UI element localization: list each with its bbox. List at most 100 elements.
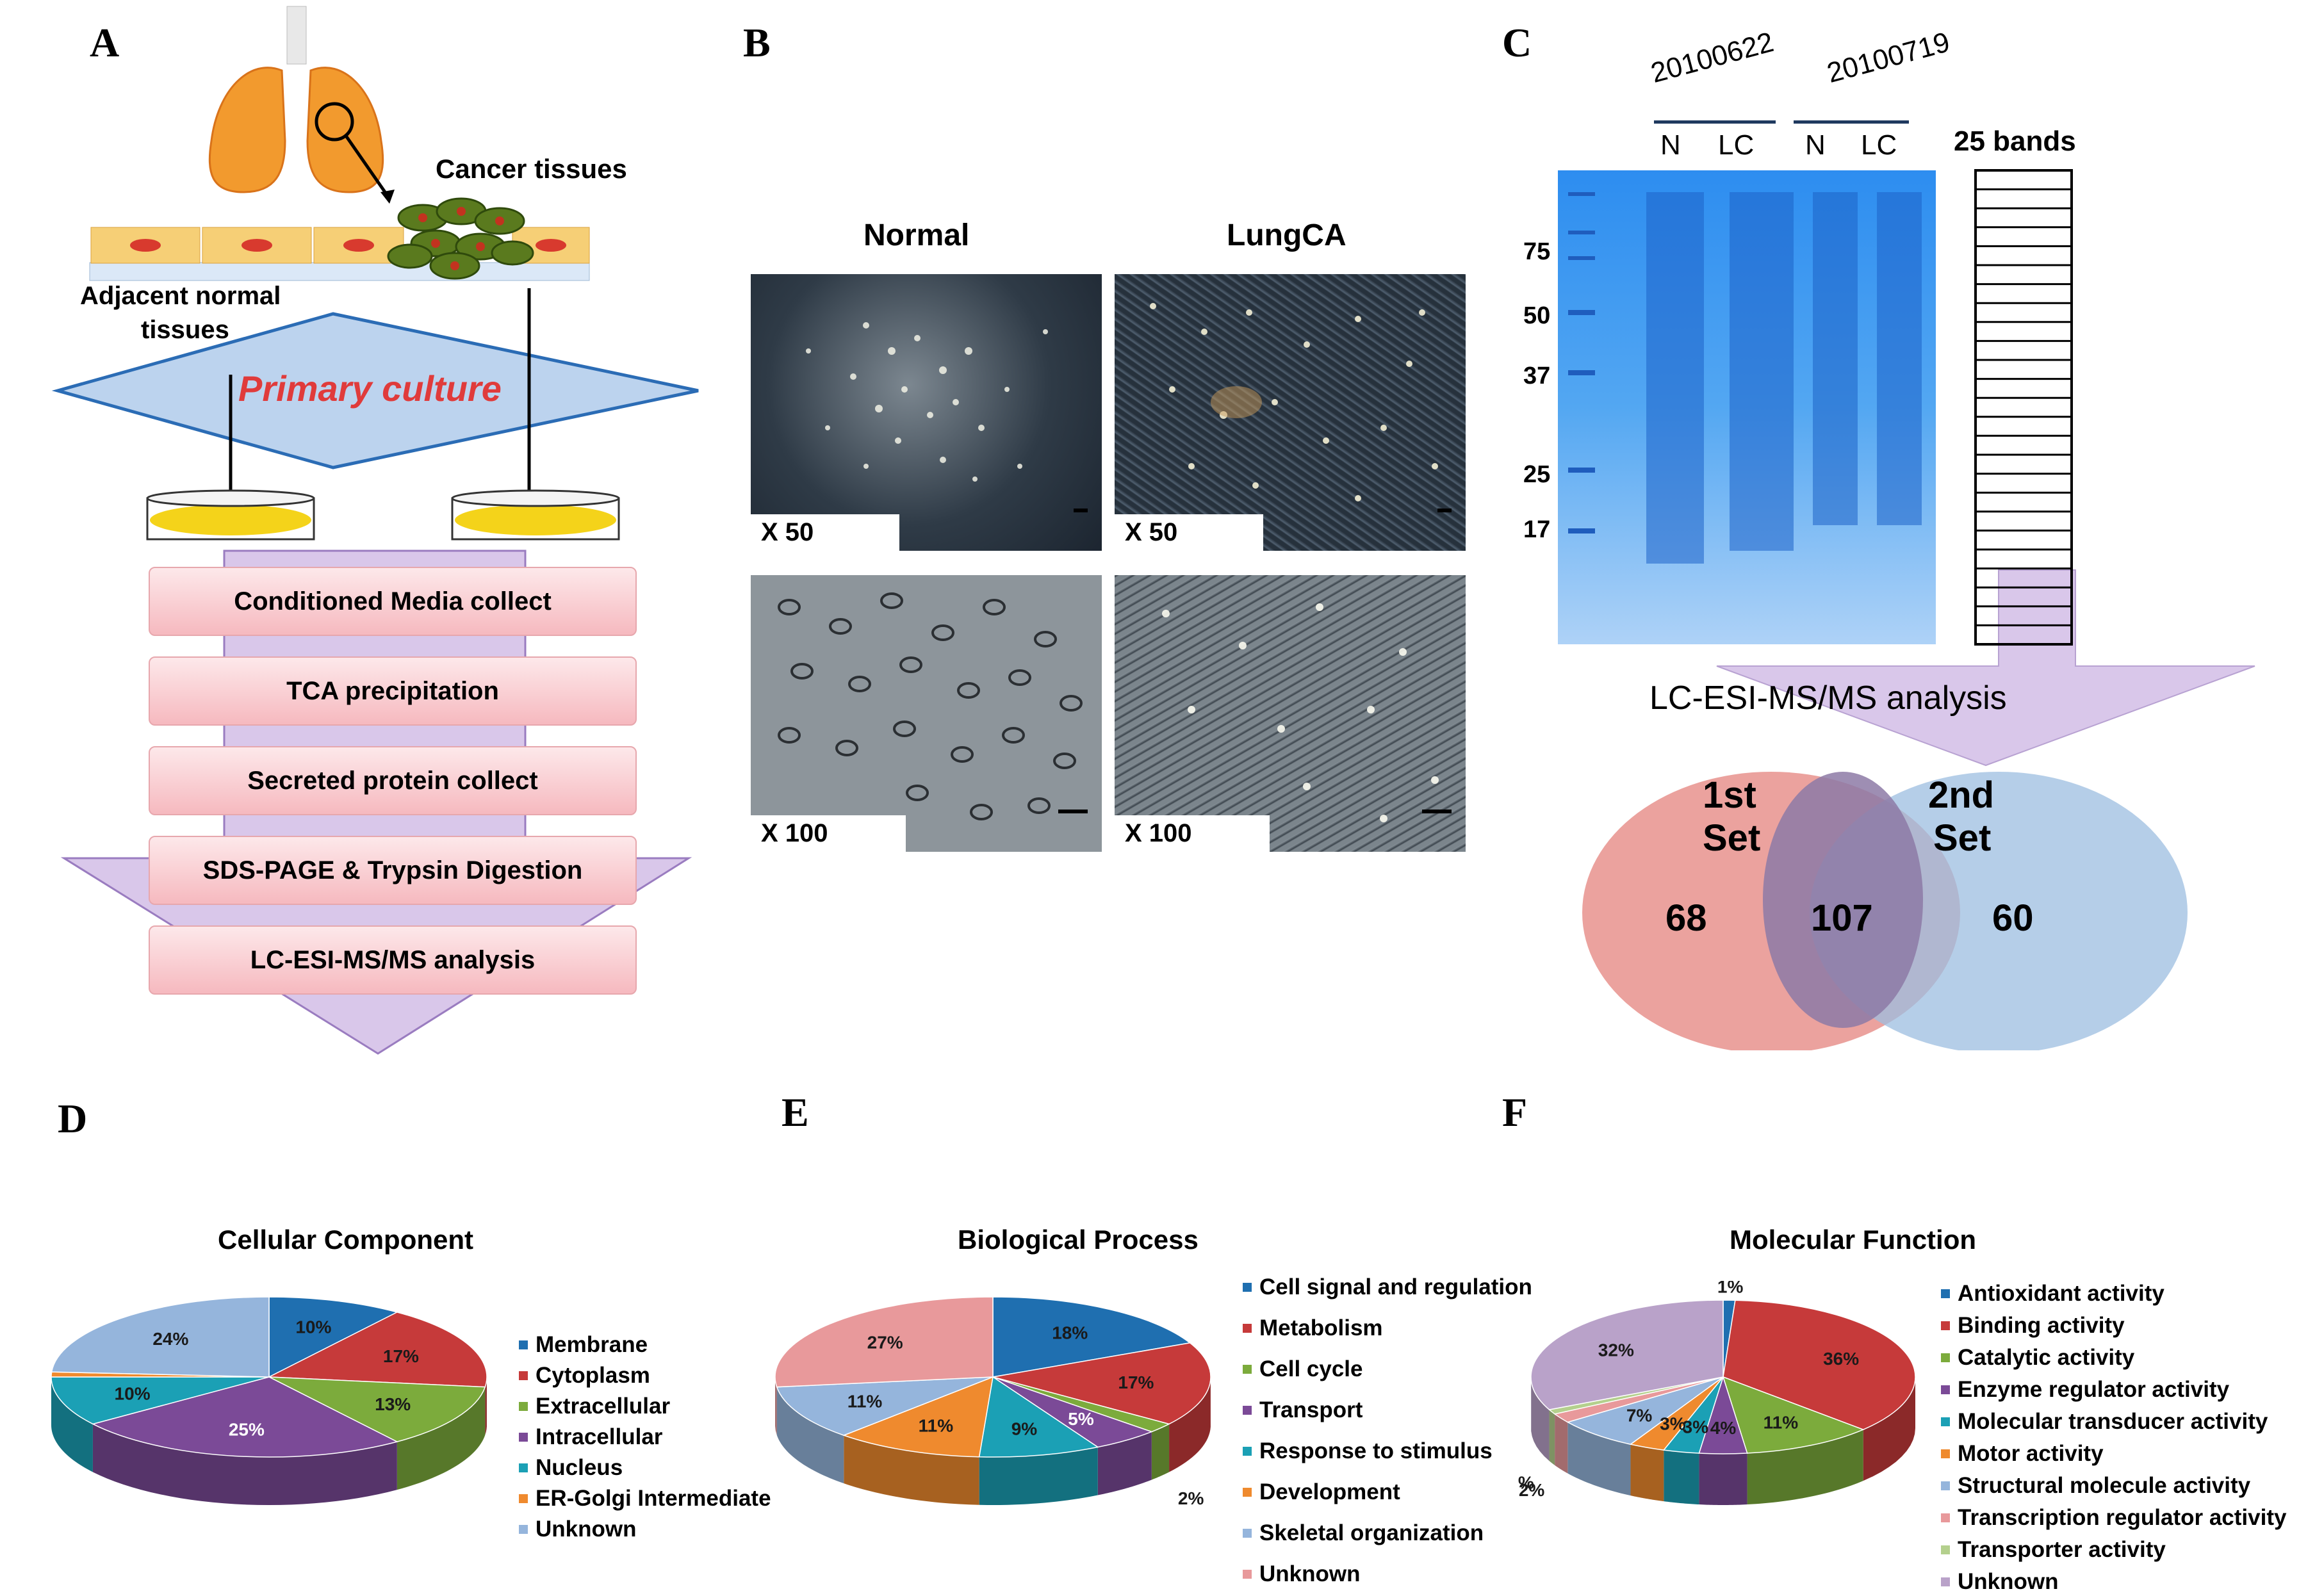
- normal-column-label: Normal: [863, 218, 970, 252]
- pie-label-unknown: 32%: [1598, 1340, 1634, 1360]
- workflow-step-5: LC-ESI-MS/MS analysis: [149, 925, 637, 995]
- pie-label-molecular-transducer-activity: 3%: [1683, 1417, 1709, 1437]
- pie-chart-molecular-function: 1%36%11%4%3%3%7%2%1%32%: [1518, 1281, 1916, 1505]
- legend-label: Response to stimulus: [1259, 1438, 1493, 1463]
- pie-slice-cytoplasm: [267, 1312, 487, 1388]
- marker-37: 37: [1523, 362, 1551, 389]
- pie-slice-development: [842, 1376, 994, 1458]
- legend-item: Nucleus: [519, 1455, 623, 1481]
- legend-swatch: [1941, 1545, 1950, 1554]
- mag-label: X 100: [1115, 815, 1270, 852]
- workflow-step-1: Conditioned Media collect: [149, 567, 637, 636]
- panel-label-a: A: [90, 20, 120, 65]
- marker-50: 50: [1523, 302, 1551, 329]
- pie-side-unknown: [1531, 1380, 1550, 1462]
- legend-item: Response to stimulus: [1243, 1438, 1493, 1464]
- legend-label: Nucleus: [536, 1455, 623, 1480]
- pie-slice-binding-activity: [1723, 1299, 1916, 1430]
- pie-label-metabolism: 17%: [1118, 1372, 1154, 1392]
- pie-slice-cell-signal-and-regulation: [992, 1296, 1191, 1378]
- legend-item: Antioxidant activity: [1941, 1281, 2164, 1307]
- pie-label-motor-activity: 3%: [1660, 1414, 1686, 1434]
- pie-side-cytoplasm: [485, 1378, 487, 1435]
- panel-label-b: B: [743, 20, 771, 65]
- legend-label: Binding activity: [1958, 1313, 2125, 1338]
- adjacent-normal-label: Adjacent normal: [80, 282, 281, 310]
- legend-label: Unknown: [1259, 1561, 1361, 1586]
- band-grid: [1974, 169, 2073, 646]
- bands-label: 25 bands: [1954, 126, 2076, 157]
- legend-label: Cytoplasm: [536, 1363, 650, 1388]
- marker-75: 75: [1523, 238, 1551, 265]
- legend-label: Molecular transducer activity: [1958, 1409, 2268, 1434]
- legend-swatch: [1941, 1481, 1950, 1490]
- venn-set-1-line2: Set: [1703, 817, 1761, 859]
- legend-label: Cell cycle: [1259, 1356, 1363, 1381]
- legend-swatch: [1243, 1447, 1252, 1456]
- micrograph-normal-x100: X 100: [751, 575, 1102, 852]
- panel-label-e: E: [781, 1089, 809, 1135]
- pie-slice-unknown: [774, 1296, 994, 1388]
- scale-bar: [1058, 810, 1088, 813]
- legend-swatch: [1941, 1353, 1950, 1362]
- pie-label-cell-cycle: 2%: [1178, 1488, 1204, 1508]
- legend-label: Catalytic activity: [1958, 1345, 2135, 1370]
- pie-label-cytoplasm: 17%: [383, 1346, 419, 1366]
- pie-side-intracellular: [92, 1424, 397, 1505]
- legend-swatch: [1243, 1406, 1252, 1415]
- pie-label-transcription-regulator-activity: 2%: [1519, 1480, 1545, 1500]
- analysis-arrow: [1716, 569, 2255, 767]
- legend-item: Molecular transducer activity: [1941, 1409, 2268, 1435]
- legend-swatch: [519, 1525, 528, 1534]
- legend-item: Unknown: [1941, 1569, 2058, 1595]
- pie-label-binding-activity: 36%: [1823, 1349, 1859, 1369]
- legend-swatch: [519, 1371, 528, 1380]
- marker-25: 25: [1523, 461, 1551, 488]
- legend-item: Structural molecule activity: [1941, 1473, 2250, 1499]
- legend-item: Unknown: [1243, 1561, 1360, 1587]
- lungca-column-label: LungCA: [1227, 218, 1346, 252]
- pie-side-transporter-activity: [1549, 1410, 1555, 1465]
- primary-culture-label: Primary culture: [238, 368, 502, 409]
- legend-swatch: [1243, 1529, 1252, 1538]
- scale-bar: [1422, 810, 1452, 813]
- legend-swatch: [1243, 1365, 1252, 1374]
- legend-swatch: [1243, 1570, 1252, 1579]
- pie-label-unknown: 24%: [152, 1329, 188, 1349]
- lane-lc-1: LC: [1718, 129, 1755, 161]
- pie-slice-intracellular: [91, 1376, 398, 1458]
- legend-item: Transcription regulator activity: [1941, 1505, 2286, 1531]
- pie-label-skeletal-organization: 11%: [847, 1391, 883, 1411]
- cancer-cells: [387, 197, 534, 280]
- pie-label-transport: 5%: [1068, 1409, 1094, 1429]
- legend-swatch: [1941, 1417, 1950, 1426]
- trachea-icon: [286, 6, 307, 65]
- pie-slice-catalytic-activity: [1722, 1376, 1865, 1454]
- venn-set-2-line2: Set: [1933, 817, 1992, 859]
- lane-lc-2: LC: [1861, 129, 1897, 161]
- gel-date-2: 20100719: [1824, 26, 1953, 90]
- legend-label: Development: [1259, 1479, 1400, 1504]
- pie-side-cell-cycle: [1151, 1424, 1170, 1480]
- legend-label: Intracellular: [536, 1424, 663, 1449]
- legend-item: Cytoplasm: [519, 1363, 650, 1388]
- venn-set-1-line1: 1st: [1703, 774, 1756, 816]
- legend-swatch: [1243, 1488, 1252, 1497]
- pie-label-structural-molecule-activity: 7%: [1626, 1405, 1653, 1425]
- cancer-tissues-label: Cancer tissues: [436, 154, 627, 184]
- panel-label-f: F: [1502, 1089, 1528, 1135]
- legend-label: Skeletal organization: [1259, 1520, 1484, 1545]
- pie-label-nucleus: 10%: [115, 1383, 151, 1403]
- legend-label: Transporter activity: [1958, 1537, 2166, 1562]
- legend-item: Cell cycle: [1243, 1356, 1363, 1382]
- legend-swatch: [519, 1494, 528, 1503]
- legend-item: Cell signal and regulation: [1243, 1274, 1532, 1300]
- legend-label: Membrane: [536, 1332, 648, 1357]
- legend-label: Transcription regulator activity: [1958, 1505, 2287, 1530]
- venn-only-1-count: 68: [1665, 897, 1707, 939]
- legend-swatch: [1941, 1289, 1950, 1298]
- lane-n-2: N: [1805, 129, 1826, 161]
- pie-slice-structural-molecule-activity: [1566, 1376, 1724, 1445]
- workflow-step-3: Secreted protein collect: [149, 746, 637, 815]
